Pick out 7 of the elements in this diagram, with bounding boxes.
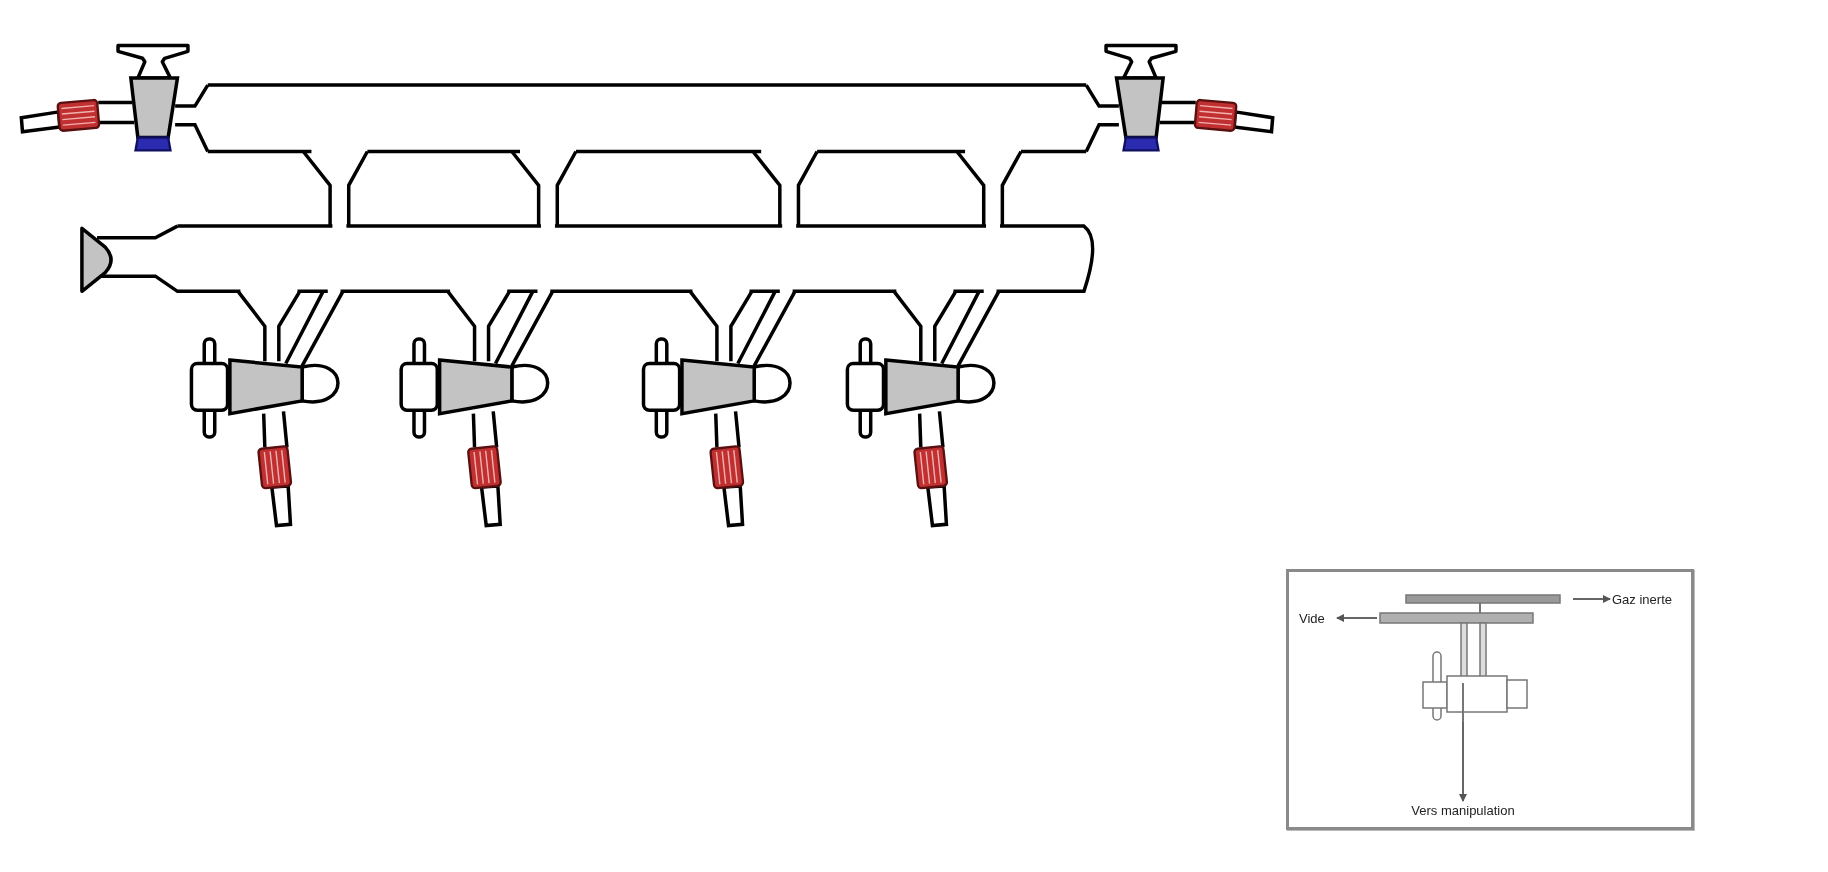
arrow <box>1459 721 1467 802</box>
arrow <box>1336 614 1378 622</box>
flow-label: Gaz inerte <box>1612 590 1690 608</box>
arrow <box>1572 595 1611 603</box>
flow-label: Vers manipulation <box>1407 802 1519 818</box>
flow-label: Vide <box>1299 609 1335 627</box>
inset-frame <box>1286 569 1694 830</box>
